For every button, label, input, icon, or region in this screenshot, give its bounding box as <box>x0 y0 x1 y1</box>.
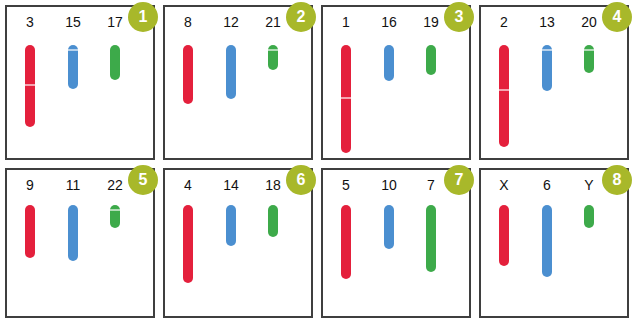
chromosome-number: 14 <box>211 176 251 194</box>
chromosome-bar <box>341 45 351 153</box>
chromosome-group-red <box>25 45 509 283</box>
badge-number: 5 <box>139 172 148 188</box>
chromosome-panel: 116193 <box>321 5 471 160</box>
chromosome-bar <box>25 205 35 258</box>
chromosome-bar <box>110 45 120 80</box>
chromosome-number: 11 <box>53 176 93 194</box>
panel-number-badge: 3 <box>444 2 474 32</box>
panel-number-badge: 4 <box>602 2 632 32</box>
chromosome-bar <box>268 205 278 237</box>
chromosome-bar <box>226 45 236 99</box>
band-mark <box>110 209 120 211</box>
chromosome-number: 1 <box>326 13 366 31</box>
panel-number-badge: 8 <box>602 165 632 195</box>
chromosome-bar <box>542 205 552 277</box>
chromosome-number: 12 <box>211 13 251 31</box>
chromosome-bar <box>68 45 78 89</box>
chromosome-bar <box>183 205 193 283</box>
chromosome-bar <box>68 205 78 261</box>
chromosome-bar <box>226 205 236 246</box>
panel-number-badge: 5 <box>128 165 158 195</box>
band-mark <box>341 97 351 99</box>
badge-number: 3 <box>455 9 464 25</box>
panel-number-badge: 2 <box>286 2 316 32</box>
chromosome-number: 13 <box>527 13 567 31</box>
chromosome-number: 10 <box>369 176 409 194</box>
chromosome-number: 3 <box>10 13 50 31</box>
chromosome-bar <box>341 205 351 279</box>
chromosome-number: 5 <box>326 176 366 194</box>
chromosome-number: 16 <box>369 13 409 31</box>
chromosome-bar <box>584 205 594 228</box>
chromosome-bar <box>183 45 193 104</box>
chromosome-bar <box>426 45 436 75</box>
panel-number-badge: 7 <box>444 165 474 195</box>
chromosome-number: 6 <box>527 176 567 194</box>
chromosome-bar <box>384 45 394 81</box>
chromosome-bar <box>584 45 594 73</box>
badge-number: 8 <box>613 172 622 188</box>
chromosome-bar <box>542 45 552 91</box>
chromosome-panel: 911225 <box>5 168 155 318</box>
panel-number-badge: 6 <box>286 165 316 195</box>
badge-number: 1 <box>139 9 148 25</box>
chromosome-bar <box>426 205 436 272</box>
chromosome-number: 2 <box>484 13 524 31</box>
centromere-marks <box>25 50 594 210</box>
chromosome-bar <box>268 45 278 70</box>
chromosome-bar <box>25 45 35 127</box>
chromosome-panel: 812212 <box>163 5 313 160</box>
badge-number: 2 <box>297 9 306 25</box>
chromosome-panel: 213204 <box>479 5 629 160</box>
chromosome-bar <box>499 45 509 147</box>
chromosome-bar <box>384 205 394 249</box>
band-mark <box>499 89 509 91</box>
band-mark <box>25 84 35 86</box>
band-mark <box>268 49 278 51</box>
band-mark <box>584 49 594 51</box>
band-mark <box>68 49 78 51</box>
chromosome-panel: X6Y8 <box>479 168 629 318</box>
chromosome-number: 4 <box>168 176 208 194</box>
chromosome-number: X <box>484 176 524 194</box>
chromosome-number: 15 <box>53 13 93 31</box>
chromosome-panel: 414186 <box>163 168 313 318</box>
chromosome-panel: 315171 <box>5 5 155 160</box>
chromosome-bar <box>110 205 120 228</box>
badge-number: 4 <box>613 9 622 25</box>
badge-number: 7 <box>455 172 464 188</box>
panel-number-badge: 1 <box>128 2 158 32</box>
chromosome-number: 9 <box>10 176 50 194</box>
band-mark <box>542 49 552 51</box>
badge-number: 6 <box>297 172 306 188</box>
chromosome-panel: 51077 <box>321 168 471 318</box>
chromosome-number: 8 <box>168 13 208 31</box>
chromosome-bar <box>499 205 509 266</box>
